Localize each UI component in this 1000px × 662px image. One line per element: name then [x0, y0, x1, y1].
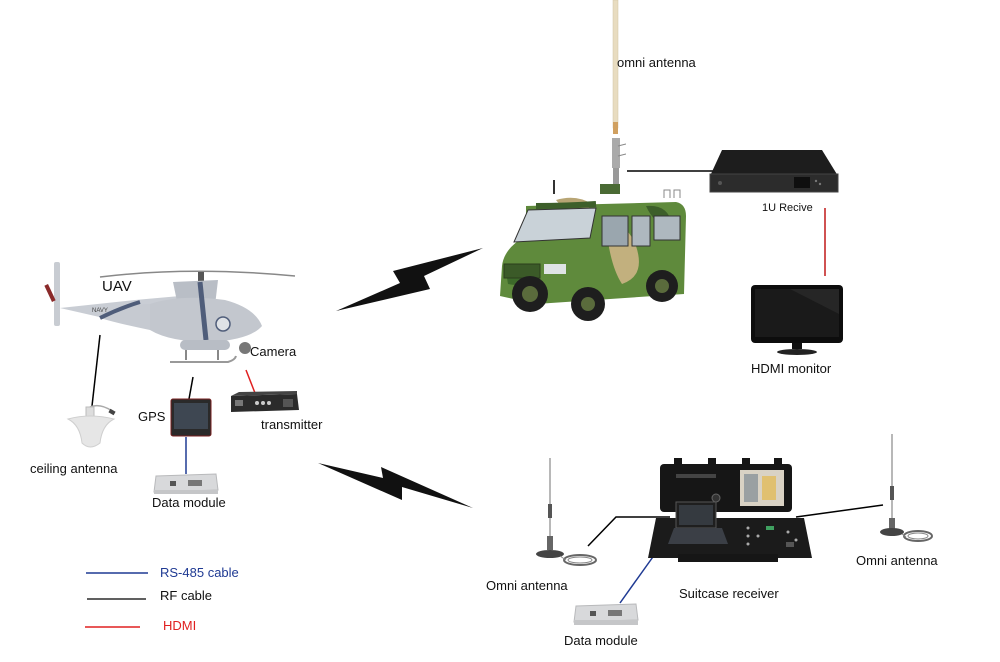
transmitter-label: transmitter [261, 417, 323, 432]
ceiling-antenna-image [66, 404, 116, 448]
vehicle-omni-antenna-label: omni antenna [617, 55, 696, 70]
rf-cable-uav-gps [188, 376, 194, 400]
command-vehicle-image [500, 180, 686, 321]
ceiling-antenna-label: ceiling antenna [30, 461, 118, 476]
hdmi-monitor-label: HDMI monitor [751, 361, 832, 376]
left-omni-antenna-label: Omni antenna [486, 578, 568, 593]
suitcase-receiver-image [648, 458, 812, 562]
rf-cable-right-antenna-suitcase [795, 504, 884, 518]
1u-receiver-image [709, 150, 839, 193]
wireless-link-uav-suitcase [318, 463, 473, 508]
left-omni-antenna-image [536, 458, 597, 566]
legend-label-hdmi: HDMI [163, 618, 197, 633]
data-module-image-airborne [153, 473, 219, 494]
rf-cable-left-antenna-suitcase [587, 516, 670, 547]
hdmi-cable-camera-transmitter [245, 369, 256, 394]
1u-receiver-label: 1U Recive [762, 202, 813, 214]
gps-label: GPS [138, 409, 166, 424]
legend-label-rs485: RS-485 cable [160, 565, 239, 580]
right-omni-antenna-image [880, 434, 933, 542]
camera-label: Camera [250, 344, 297, 359]
vehicle-omni-antenna-image [612, 0, 626, 188]
suitcase-receiver-label: Suitcase receiver [679, 586, 779, 601]
gps-unit-image [170, 398, 212, 437]
legend-label-rf: RF cable [160, 588, 213, 603]
data-module-label-suitcase: Data module [564, 633, 638, 648]
uav-helicopter-image: NAVY [44, 262, 296, 363]
uav-label: UAV [102, 278, 132, 295]
svg-text:NAVY: NAVY [92, 308, 108, 314]
transmitter-image [231, 391, 299, 412]
rf-cable-uav-ceiling-antenna [91, 334, 101, 407]
right-omni-antenna-label: Omni antenna [856, 553, 938, 568]
hdmi-monitor-image [751, 285, 843, 355]
data-module-image-suitcase [573, 603, 639, 625]
wireless-link-uav-vehicle [336, 248, 483, 311]
data-module-label-airborne: Data module [152, 495, 226, 510]
